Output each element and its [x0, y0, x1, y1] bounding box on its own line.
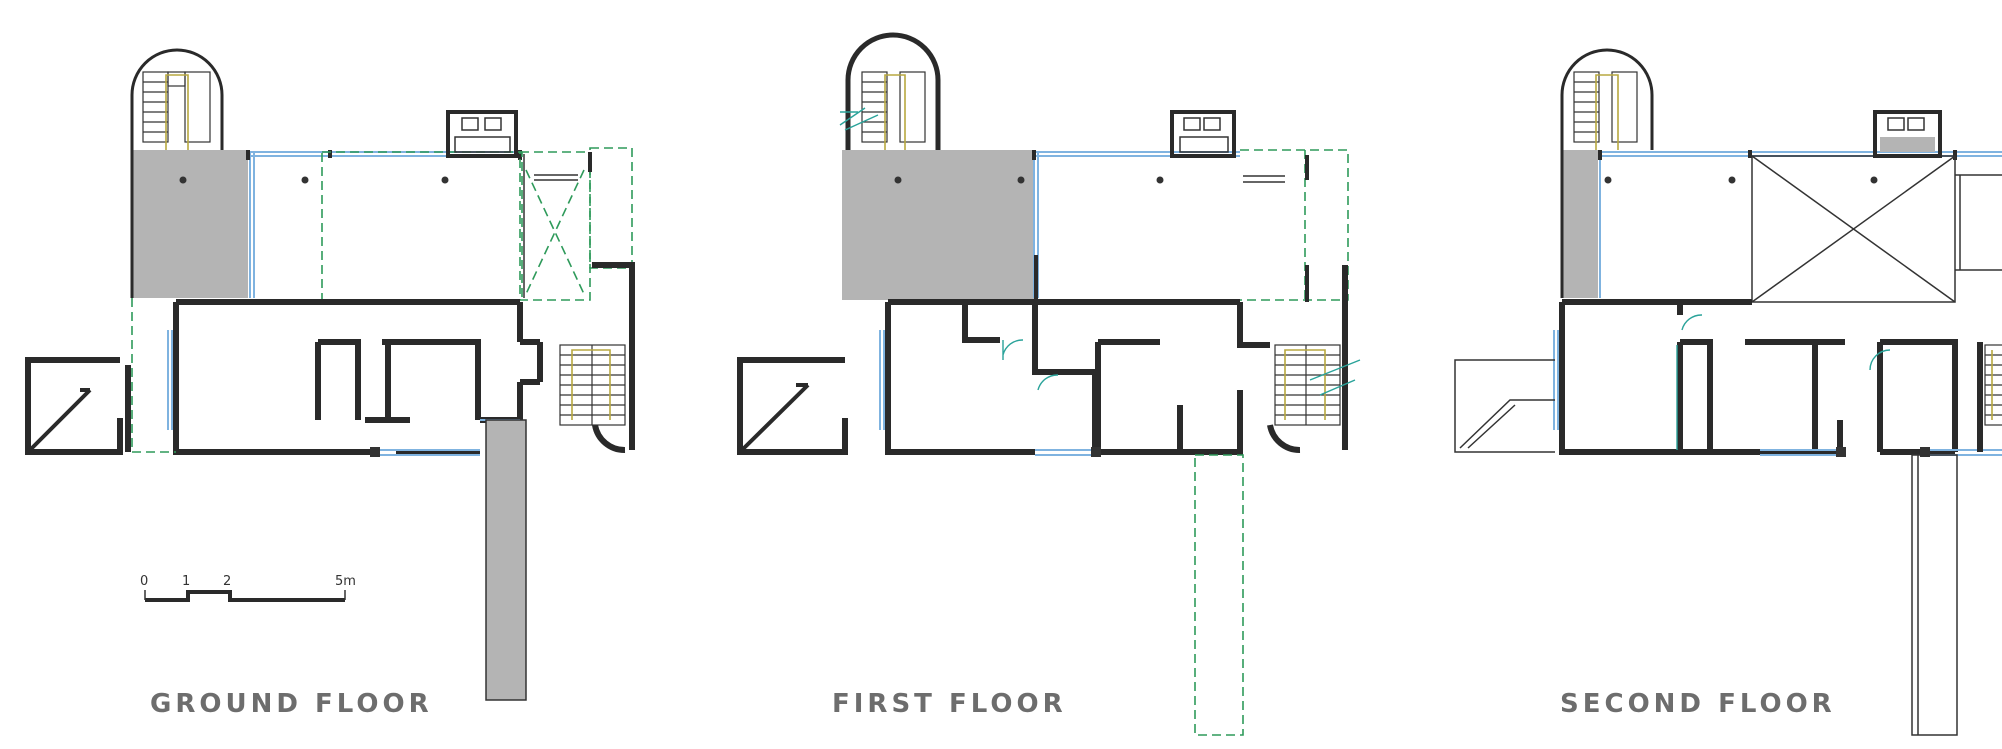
ramp	[486, 420, 526, 700]
scale-tick-1: 1	[182, 574, 190, 589]
second-stair-tower	[1560, 48, 1654, 150]
second-floor-plan: Second Floor	[1454, 48, 2002, 736]
scale-tick-5m: 5m	[335, 574, 356, 589]
second-main-walls	[1559, 299, 1760, 455]
ground-main-walls	[173, 299, 520, 455]
first-staircase	[1274, 344, 1341, 426]
scale-tick-2: 2	[223, 574, 231, 589]
double-height-void	[1751, 155, 1956, 303]
first-chimney	[1170, 110, 1236, 158]
ground-floor-plan: 0 1 2 5m Ground Floor	[25, 48, 635, 719]
first-main-walls	[885, 299, 1240, 455]
first-stair-tower	[845, 32, 941, 150]
second-shaded-strip	[1562, 150, 1598, 298]
second-roof-terrace	[1454, 359, 1555, 453]
first-garage	[737, 357, 848, 455]
first-floor-plan: First Floor	[737, 32, 1361, 736]
ground-floor-label: Ground Floor	[150, 689, 433, 719]
tower-stair	[142, 71, 211, 143]
ground-staircase	[559, 344, 626, 426]
first-shaded-terrace	[842, 150, 1034, 300]
chimney	[446, 110, 518, 158]
scale-bar: 0 1 2 5m	[140, 574, 356, 602]
shaded-terrace	[132, 150, 248, 298]
second-floor-label: Second Floor	[1560, 689, 1836, 719]
second-chimney	[1873, 110, 1942, 158]
first-ramp	[1194, 454, 1244, 736]
scale-tick-0: 0	[140, 574, 148, 589]
stair-tower	[130, 48, 224, 150]
second-ramp	[1911, 454, 1958, 736]
first-floor-label: First Floor	[832, 689, 1067, 719]
